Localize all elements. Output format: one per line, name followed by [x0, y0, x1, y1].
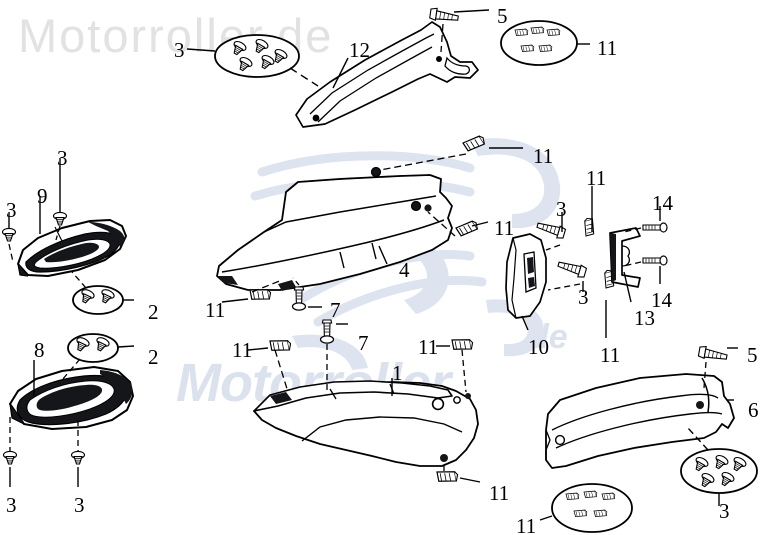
dash-3-to-10b — [547, 283, 581, 291]
dash-11-to-1b — [461, 349, 467, 393]
part-13-bracket — [609, 227, 641, 288]
bolt-5-bottom — [697, 344, 729, 363]
screw-pair-oval-lower — [67, 333, 119, 363]
callout-2-screw-pair-oval-lower: 2 — [148, 345, 159, 369]
dash-14-to-13b — [623, 261, 642, 267]
leader-11-bottomoval — [539, 515, 553, 521]
callout-14-bolt-14-lower: 14 — [651, 288, 672, 312]
callout-3-screw-3-upper-left: 3 — [57, 146, 68, 170]
callout-11-clip-11-right-upper: 11 — [586, 166, 607, 190]
bolt-14-upper — [642, 222, 668, 233]
callout-3-screw-3-far-left: 3 — [6, 198, 17, 222]
bolt-14-lower — [642, 255, 668, 266]
callout-11-clip-11-lower-left: 11 — [232, 338, 253, 362]
screw-set-oval-top — [214, 34, 300, 78]
dash-11-to-4a — [379, 153, 467, 171]
leader-11-lowerleft — [247, 347, 269, 351]
callout-3-screw-3-bottom-left2: 3 — [74, 493, 85, 517]
callout-12-part-12-trim-strip: 12 — [349, 38, 370, 62]
leader-3-top — [186, 48, 216, 52]
callout-7-bolt-7-lower: 7 — [358, 331, 369, 355]
bolt-7-upper — [291, 286, 307, 311]
callout-8-part-8-left-panel-lower: 8 — [34, 338, 45, 362]
dash-11-to-4b — [427, 211, 456, 237]
part-12-trim-strip — [295, 21, 479, 128]
callout-7-bolt-7-upper: 7 — [330, 298, 341, 322]
dash-7-to-4 — [292, 277, 300, 286]
dash-5-to-6 — [703, 361, 707, 389]
callout-11-clip-11-part1-right: 11 — [418, 335, 439, 359]
leader-11-p1bottom — [459, 477, 481, 483]
callout-11-clip-set-oval-topright: 11 — [597, 36, 618, 60]
leader-5-top — [453, 9, 490, 13]
leader-11-mid — [471, 221, 489, 227]
screw-set-oval-bottomright — [680, 448, 758, 494]
callout-11-clip-11-left-lower: 11 — [205, 298, 226, 322]
leader-11-leftlower — [221, 298, 249, 303]
callout-5-bolt-5-bottom: 5 — [747, 343, 758, 367]
dash-2-to-8 — [61, 358, 81, 381]
clip-11-part1-bottom — [434, 467, 460, 486]
callout-11-clip-11-part1-bottom: 11 — [489, 481, 510, 505]
screw-3-far-left — [1, 227, 17, 242]
callout-6-part-6-trim-lower: 6 — [748, 398, 759, 422]
callout-9-part-9-left-panel: 9 — [37, 184, 48, 208]
clip-set-oval-bottom — [551, 483, 633, 533]
bolt-7-lower — [319, 319, 335, 344]
leader-4 — [378, 245, 388, 265]
dash-3-to-12 — [289, 67, 319, 87]
part-8-left-panel-lower — [9, 366, 134, 430]
callout-11-clip-11-bottom-right-label: 11 — [600, 343, 621, 367]
bolt-5-top — [428, 6, 460, 24]
clip-11-upper-mid — [461, 135, 486, 153]
callout-3-screw-3-lower-right: 3 — [578, 285, 589, 309]
callout-10-part-10-cover: 10 — [528, 335, 549, 359]
dash-3-to-9b — [8, 243, 14, 263]
callout-11-clip-set-oval-bottom: 11 — [516, 514, 537, 535]
leader-2-lower — [117, 345, 135, 348]
callout-4-part-4-upper-cover: 4 — [399, 258, 410, 282]
dash-3-to-10a — [545, 244, 561, 251]
dash-3-to-6 — [687, 427, 709, 451]
dash-2-to-9 — [71, 271, 87, 289]
screw-3-bottom-left — [2, 450, 18, 465]
leader-10 — [521, 315, 529, 331]
screw-pair-oval-upper — [72, 285, 124, 315]
part-9-left-panel — [17, 219, 127, 277]
screw-3-bottom-left2 — [70, 450, 86, 465]
callout-3-screw-set-oval-top: 3 — [174, 38, 185, 62]
clip-set-oval-topright — [500, 20, 578, 66]
screw-3-upper-left — [52, 211, 68, 226]
part-6-trim-lower — [545, 373, 735, 469]
part-10-cover — [505, 233, 547, 319]
clip-11-lower-left — [267, 336, 293, 355]
leader-12 — [332, 57, 349, 89]
callout-11-clip-11-upper-mid: 11 — [533, 144, 554, 168]
dash-11-to-4c — [251, 279, 283, 293]
dash-3-to-9 — [55, 225, 61, 241]
callout-3-screw-3-bottom-left: 3 — [6, 493, 17, 517]
dash-11-to-1a — [274, 349, 289, 393]
dash-14-to-13a — [623, 227, 642, 233]
clip-11-right-upper — [581, 217, 597, 238]
callout-5-bolt-5-top: 5 — [497, 4, 508, 28]
callout-11-clip-11-mid: 11 — [494, 216, 515, 240]
part-1-side-panel — [253, 380, 479, 467]
clip-11-mid — [454, 220, 479, 238]
part-4-upper-cover — [216, 166, 453, 291]
callout-1-part-1-side-panel: 1 — [392, 361, 403, 385]
leader-13 — [623, 271, 632, 303]
callout-13-part-13-bracket: 13 — [634, 306, 655, 330]
callout-14-bolt-14-upper: 14 — [652, 191, 673, 215]
callout-3-screw-set-oval-bottomright: 3 — [719, 499, 730, 523]
callout-2-screw-pair-oval-upper: 2 — [148, 300, 159, 324]
dash-bolt5-top — [440, 23, 444, 53]
screw-3-lower-right — [556, 258, 588, 279]
callout-3-screw-3-mid-right: 3 — [556, 197, 567, 221]
